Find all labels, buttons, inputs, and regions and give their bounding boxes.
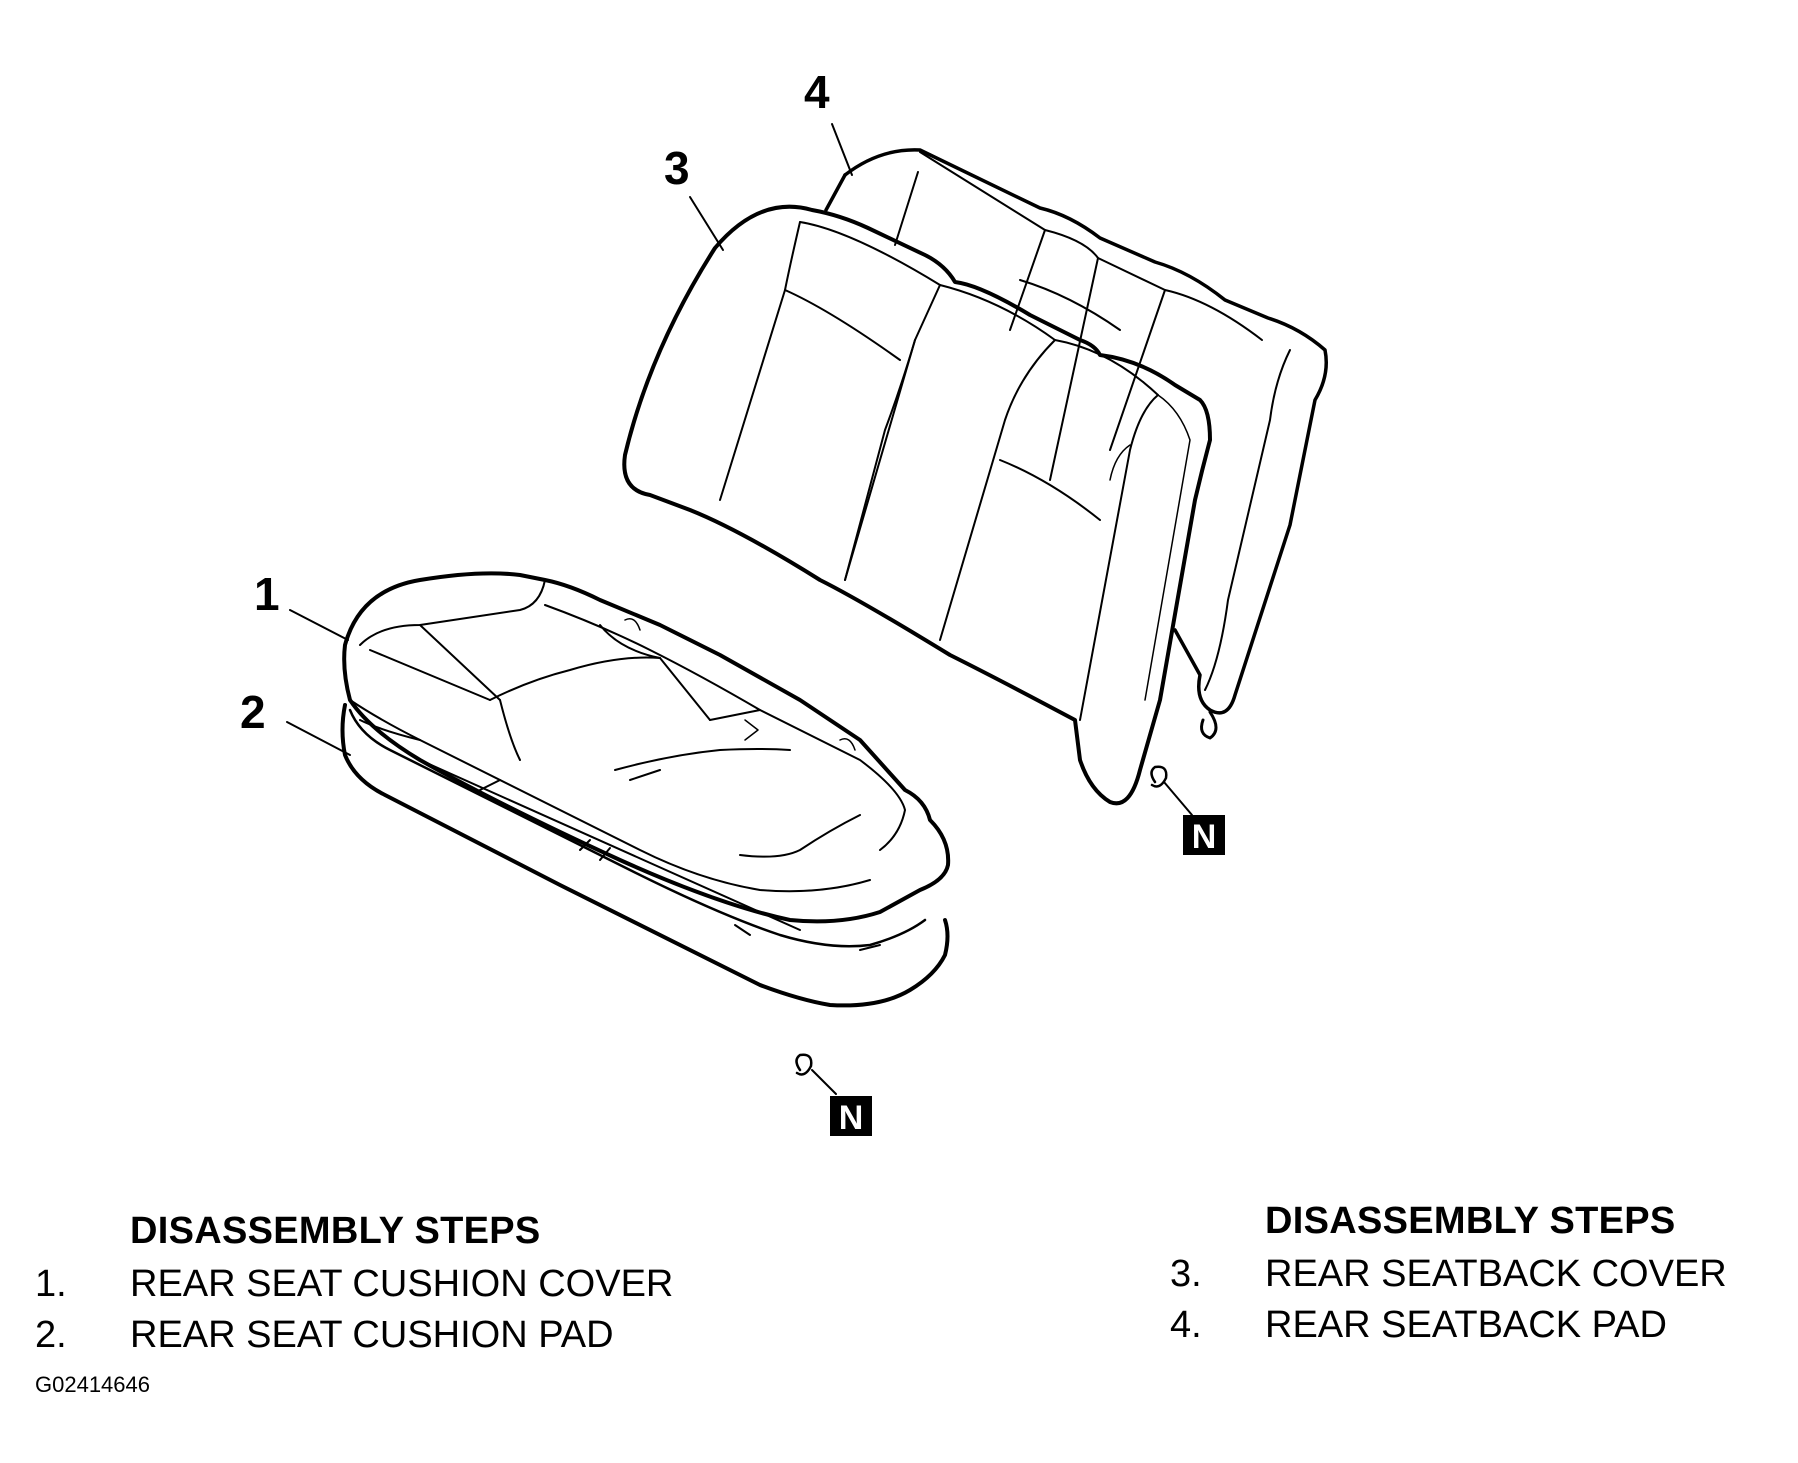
callout-2: 2 (240, 686, 266, 738)
step-number: 1. (35, 1263, 67, 1305)
seatback-pad-drawing (824, 148, 1328, 715)
nonreusable-badge-2: N (830, 1096, 872, 1137)
callout-3: 3 (664, 142, 690, 194)
callout-4: 4 (804, 66, 830, 118)
step-item: 1. REAR SEAT CUSHION COVER (35, 1259, 673, 1310)
svg-text:N: N (839, 1099, 864, 1137)
step-item: 2. REAR SEAT CUSHION PAD (35, 1310, 673, 1361)
step-label: REAR SEATBACK COVER (1265, 1253, 1727, 1295)
step-number: 2. (35, 1314, 67, 1356)
left-disassembly-steps: DISASSEMBLY STEPS 1. REAR SEAT CUSHION CO… (35, 1210, 673, 1361)
step-label: REAR SEAT CUSHION PAD (130, 1314, 614, 1356)
step-label: REAR SEATBACK PAD (1265, 1304, 1667, 1346)
steps-title: DISASSEMBLY STEPS (130, 1210, 541, 1252)
nonreusable-badge-1: N (1183, 815, 1225, 856)
step-item: 4. REAR SEATBACK PAD (1170, 1300, 1727, 1351)
cushion-pad-drawing (340, 703, 950, 1008)
right-disassembly-steps: DISASSEMBLY STEPS 3.REAR SEATBACK COVER … (1170, 1200, 1727, 1351)
seatback-cover-drawing (622, 204, 1212, 806)
cushion-cover-drawing (342, 571, 951, 924)
figure-id: G02414646 (35, 1372, 150, 1397)
step-number: 3. (1170, 1253, 1202, 1295)
callout-1: 1 (254, 568, 280, 620)
step-item: 3. REAR SEATBACK COVER (1170, 1249, 1727, 1300)
svg-text:N: N (1192, 818, 1217, 856)
step-label: REAR SEAT CUSHION COVER (130, 1263, 674, 1305)
step-number: 4. (1170, 1304, 1202, 1346)
steps-title: DISASSEMBLY STEPS (1265, 1200, 1676, 1242)
